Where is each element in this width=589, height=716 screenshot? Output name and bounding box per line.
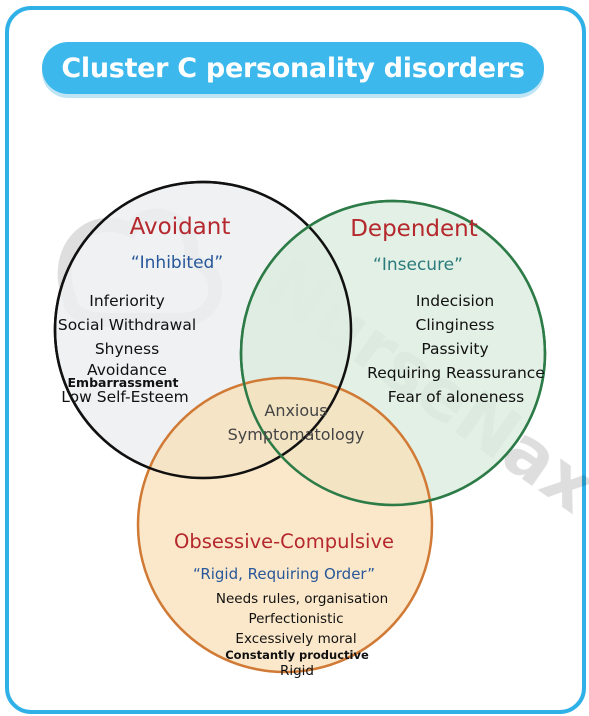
avoidant-trait: Embarrassment: [67, 375, 179, 390]
avoidant-descriptor: “Inhibited”: [130, 253, 224, 273]
dependent-trait: Clinginess: [415, 316, 495, 334]
ocd-trait: Constantly productive: [225, 648, 369, 662]
ocd-trait: Excessively moral: [235, 631, 357, 647]
avoidant-trait: Avoidance: [87, 361, 167, 379]
ocd-circle: [136, 376, 434, 674]
ocd-heading: Obsessive-Compulsive: [173, 530, 395, 553]
avoidant-trait: Social Withdrawal: [57, 316, 197, 334]
overlap-label-line1: Anxious: [264, 401, 328, 420]
ocd-trait: Needs rules, organisation: [215, 591, 389, 607]
dependent-descriptor: “Insecure”: [373, 255, 463, 275]
dependent-trait: Requiring Reassurance: [367, 364, 545, 382]
diagram-title: Cluster C personality disorders: [61, 52, 525, 84]
dependent-heading: Dependent: [350, 216, 478, 242]
avoidant-trait: Low Self-Esteem: [61, 388, 189, 406]
dependent-trait: Indecision: [415, 292, 495, 310]
dependent-trait: Fear of aloneness: [387, 388, 525, 406]
ocd-trait: Perfectionistic: [248, 611, 344, 627]
ocd-descriptor: “Rigid, Requiring Order”: [193, 565, 375, 583]
avoidant-heading: Avoidant: [129, 214, 231, 240]
ocd-trait: Rigid: [279, 663, 315, 679]
avoidant-trait: Inferiority: [89, 292, 165, 310]
dependent-trait: Passivity: [421, 340, 489, 358]
overlap-label-line2: Symptomatology: [227, 425, 365, 444]
title-banner: Cluster C personality disorders: [42, 42, 544, 94]
avoidant-trait: Shyness: [94, 340, 160, 358]
